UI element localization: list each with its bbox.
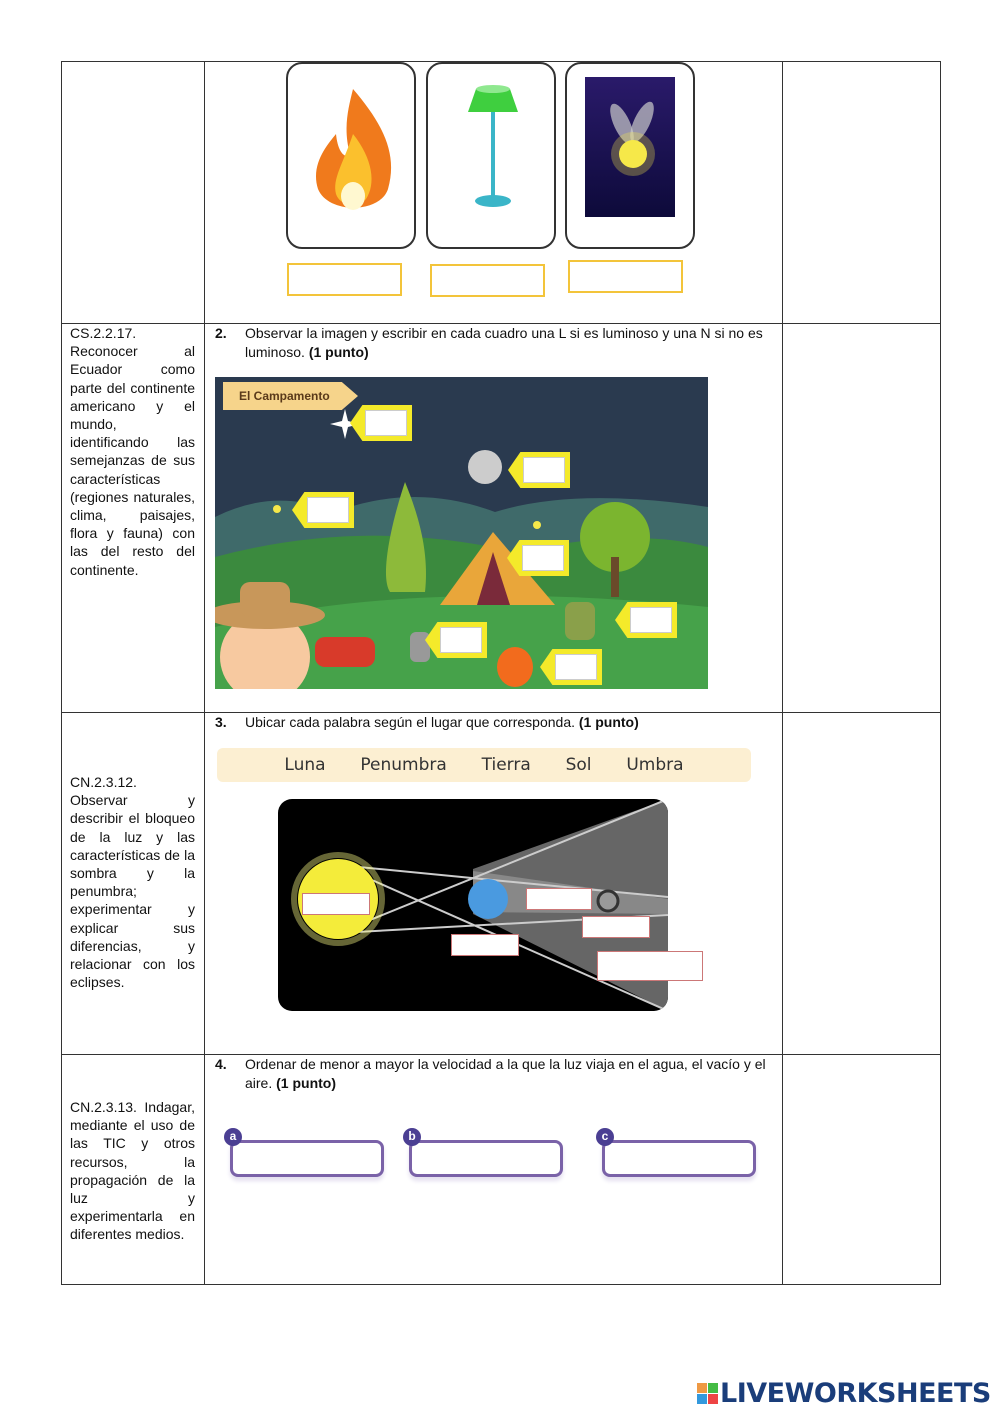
- label-box-umbra[interactable]: [526, 888, 592, 910]
- lamp-icon: [468, 85, 518, 207]
- answer-box-lamp[interactable]: [430, 264, 545, 297]
- lamp-card: [426, 62, 556, 249]
- fire-icon: [315, 89, 392, 210]
- skill-code-cn-2-3-13: CN.2.3.13. Indagar, mediante el uso de l…: [70, 1099, 195, 1243]
- worksheet-table: CS.2.2.17. Reconocer al Ecuador como par…: [61, 61, 941, 1285]
- firefly-icon: [610, 101, 655, 176]
- word-sol: Sol: [565, 755, 592, 775]
- label-box-moon[interactable]: [582, 916, 650, 938]
- scene-title: El Campamento: [223, 382, 358, 410]
- answer-box-firefly[interactable]: [292, 492, 354, 528]
- answer-box-campfire[interactable]: [540, 649, 602, 685]
- logo-icon: [697, 1383, 718, 1404]
- skill-code-cn-2-3-12: CN.2.3.12. Observar y describir el bloqu…: [70, 774, 195, 991]
- campfire-icon: [497, 647, 533, 687]
- answer-box-star[interactable]: [350, 405, 412, 441]
- question-3: 3.Ubicar cada palabra según el lugar que…: [215, 714, 639, 730]
- answer-box-backpack[interactable]: [615, 602, 677, 638]
- question-2: 2.Observar la imagen y escribir en cada …: [215, 325, 763, 360]
- tree-icon: [385, 482, 426, 592]
- word-tierra: Tierra: [481, 755, 531, 775]
- moon-icon: [468, 450, 502, 484]
- moon-icon: [596, 889, 620, 913]
- skill-code-cs-2-2-17: CS.2.2.17. Reconocer al Ecuador como par…: [70, 325, 195, 578]
- answer-box-moon[interactable]: [508, 452, 570, 488]
- firefly-icon: [533, 521, 541, 529]
- word-penumbra: Penumbra: [360, 755, 447, 775]
- answer-box-lantern[interactable]: [425, 622, 487, 658]
- word-luna: Luna: [284, 755, 326, 775]
- answer-box-fire[interactable]: [287, 263, 402, 296]
- word-bank: Luna Penumbra Tierra Sol Umbra: [217, 748, 751, 782]
- firefly-card: [565, 62, 695, 249]
- order-box-b[interactable]: b: [403, 1128, 563, 1177]
- answer-box-tent[interactable]: [507, 540, 569, 576]
- label-box-sun[interactable]: [302, 893, 370, 915]
- sleeping-bag-icon: [315, 637, 375, 667]
- order-box-c[interactable]: c: [596, 1128, 756, 1177]
- liveworksheets-logo: LIVEWORKSHEETS: [697, 1378, 991, 1409]
- earth-icon: [468, 879, 508, 919]
- star-icon: [330, 409, 360, 439]
- question-4: 4.Ordenar de menor a mayor la velocidad …: [215, 1056, 766, 1091]
- order-box-a[interactable]: a: [224, 1128, 384, 1177]
- label-box-penumbra[interactable]: [597, 951, 703, 981]
- explorer-icon: [220, 612, 310, 689]
- lantern-icon: [410, 632, 430, 662]
- word-umbra: Umbra: [626, 755, 684, 775]
- backpack-icon: [565, 602, 595, 640]
- answer-box-firefly[interactable]: [568, 260, 683, 293]
- campamento-image: El Campamento: [215, 377, 708, 689]
- firefly-icon: [273, 505, 281, 513]
- label-box-earth[interactable]: [451, 934, 519, 956]
- fire-card: [286, 62, 416, 249]
